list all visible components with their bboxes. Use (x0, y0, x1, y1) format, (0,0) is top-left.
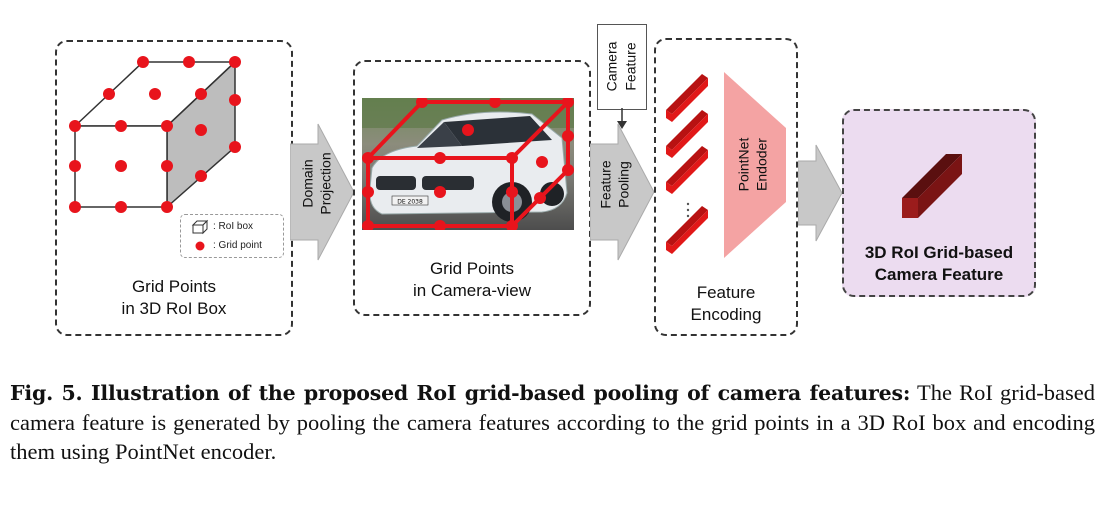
output-feature-panel (842, 109, 1036, 297)
pooled-feature-bars (666, 74, 708, 254)
grid-point-legend-icon (195, 241, 205, 251)
car-image-with-grid: DE 2038 (362, 98, 574, 230)
legend: : RoI box : Grid point (180, 214, 284, 258)
feature-pooling-arrow (590, 123, 655, 261)
panel3-label-line2: Encoding (690, 305, 762, 324)
feature-pooling-label-line1: Feature (597, 160, 614, 209)
caption-text: The RoI grid-based camera feature is gen… (10, 380, 1096, 464)
camera-feature-down-arrow (617, 108, 627, 129)
output-arrow (798, 144, 843, 242)
domain-projection-label-line2: Projection (317, 152, 334, 215)
panel3-label-line1: Feature (696, 283, 756, 302)
pointnet-encoder-label-line2: Endoder (753, 138, 770, 191)
figure-caption: Fig. 5. Illustration of the proposed RoI… (10, 378, 1095, 466)
pointnet-encoder-trapezoid (724, 72, 786, 258)
domain-projection-label-line1: Domain (299, 159, 316, 208)
output-feature-box-icon (902, 154, 962, 218)
pointnet-encoder-label-line1: PointNet (735, 137, 752, 192)
camera-feature-label-line1: Camera (603, 41, 620, 92)
domain-projection-arrow (290, 123, 355, 261)
license-plate: DE 2038 (397, 199, 423, 206)
roi-box-legend-icon (191, 219, 209, 235)
panel1-label-line2: in 3D RoI Box (121, 299, 227, 318)
feature-pooling-label-line2: Pooling (615, 161, 632, 208)
roi-cube-diagram (69, 56, 241, 213)
panel1-label-line1: Grid Points (131, 277, 217, 296)
legend-roi-box-label: : RoI box (213, 221, 254, 232)
output-label-line2: Camera Feature (874, 265, 1004, 284)
legend-grid-point-label: : Grid point (213, 240, 262, 251)
output-label-line1: 3D RoI Grid-based (864, 243, 1014, 262)
caption-bold: Fig. 5. Illustration of the proposed RoI… (10, 381, 911, 405)
panel2-label-line1: Grid Points (429, 259, 515, 278)
panel2-label-line2: in Camera-view (412, 281, 532, 300)
camera-feature-box (597, 24, 647, 110)
camera-feature-label-line2: Feature (622, 42, 639, 91)
feature-encoding-panel (654, 38, 798, 336)
